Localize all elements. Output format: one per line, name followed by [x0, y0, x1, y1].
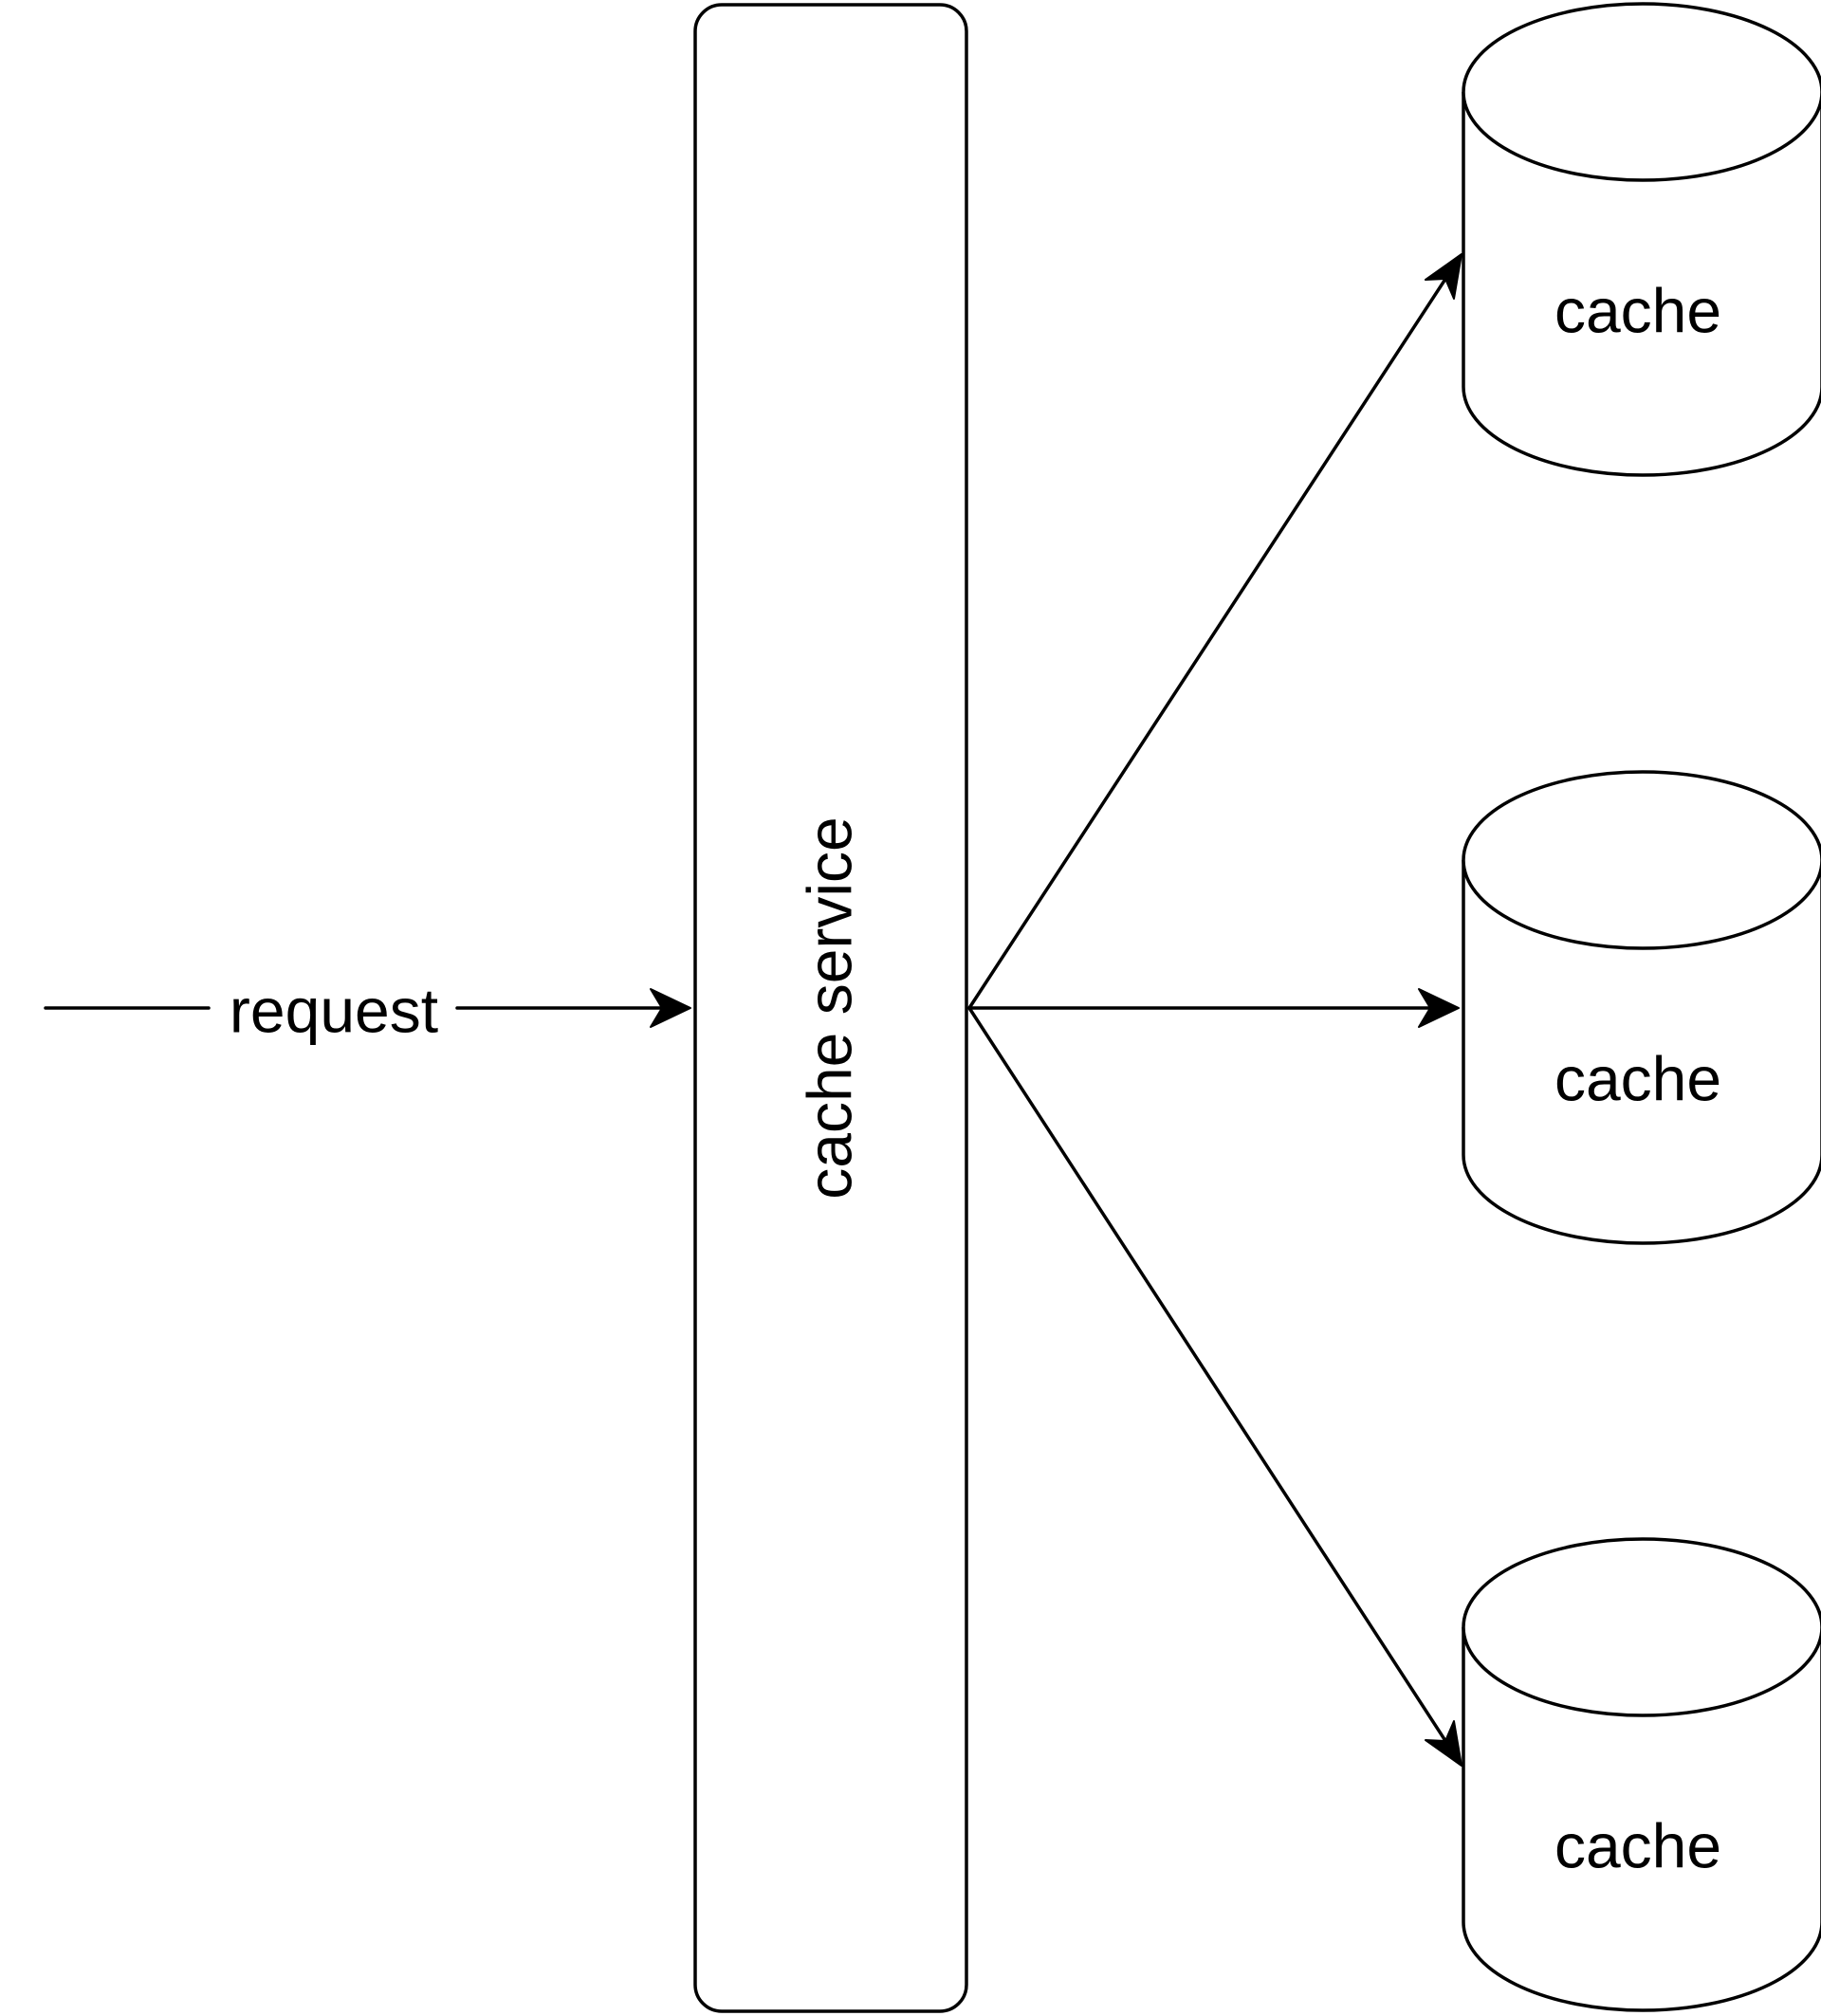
cache-node-2[interactable]: cache	[1462, 770, 1821, 1245]
cache-service-node[interactable]: cache service	[693, 3, 968, 2013]
cache-label-1: cache	[1554, 275, 1721, 345]
edge-to-cache-2	[967, 988, 1460, 1028]
cache-node-3[interactable]: cache	[1462, 1537, 1821, 2012]
cache-label-2: cache	[1554, 1043, 1721, 1113]
cache-label-3: cache	[1554, 1810, 1721, 1880]
request-edge	[44, 988, 691, 1028]
edge-to-cache-3	[967, 1006, 1462, 1767]
edge-to-cache-1	[967, 253, 1462, 1010]
request-label: request	[230, 975, 438, 1045]
cache-node-1[interactable]: cache	[1462, 2, 1821, 477]
cache-service-label: cache service	[794, 816, 864, 1200]
